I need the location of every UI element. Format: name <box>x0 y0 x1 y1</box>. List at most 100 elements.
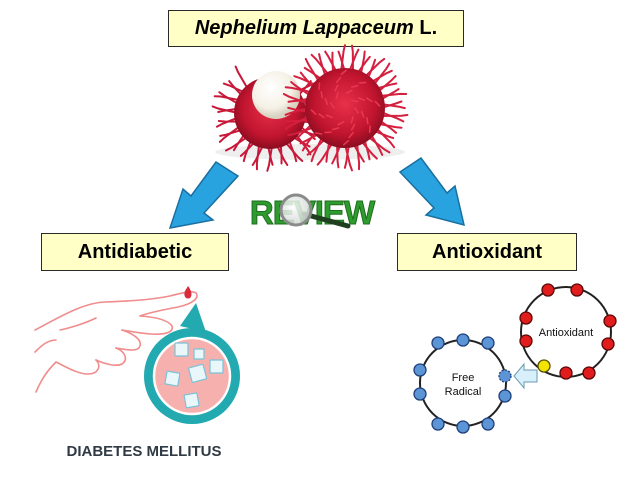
donated-electron <box>537 359 551 373</box>
rambutan-hair <box>306 137 327 156</box>
pointing-hand-icon <box>34 290 198 393</box>
diabetes-caption: DIABETES MELLITUS <box>66 443 221 460</box>
rambutan-hair <box>290 135 311 148</box>
rambutan-hair <box>279 142 283 165</box>
rambutan-spine <box>335 76 342 84</box>
rambutan-spine <box>366 117 369 125</box>
rambutan-hair <box>331 142 342 165</box>
rambutan-spine <box>354 107 360 114</box>
rambutan-spine <box>340 69 347 75</box>
rambutan-hair <box>366 135 391 154</box>
rambutan-hair <box>296 122 314 140</box>
rambutan-hair <box>282 93 311 105</box>
rambutan-hair <box>348 48 360 74</box>
rambutan-hair <box>310 135 324 163</box>
rambutan-spine <box>324 97 329 106</box>
rambutan-hair <box>283 140 304 162</box>
rambutan-hair <box>351 44 354 74</box>
rambutan-hair <box>379 103 406 110</box>
rambutan-hair <box>299 132 321 145</box>
rambutan-hair <box>228 80 244 98</box>
rambutan-hair <box>378 118 398 134</box>
rambutan-hair <box>215 116 240 128</box>
rambutan-hair <box>287 138 298 163</box>
rambutan-spine <box>335 91 339 100</box>
rambutan-hair <box>379 88 400 101</box>
rambutan-hair <box>331 51 335 75</box>
rambutan-hair <box>355 141 361 171</box>
rambutan-hair <box>284 107 310 116</box>
rambutan-spine <box>329 102 335 109</box>
transfer-arrow-icon <box>513 362 538 390</box>
rambutan-hair <box>218 91 241 106</box>
rambutan-spine <box>331 127 340 131</box>
antioxidant-illustration: Free Radical Antioxidant <box>413 283 617 434</box>
title-suffix: L. <box>413 17 438 39</box>
rambutan-hair <box>336 142 340 169</box>
review-graphic: REVIEW <box>249 193 377 232</box>
rambutan-hair <box>310 53 331 77</box>
antioxidant-circle-label: Antioxidant <box>539 327 593 339</box>
rambutan-hair <box>211 105 239 114</box>
rambutan-hair <box>378 92 408 98</box>
rambutan-hair <box>303 66 324 81</box>
antioxidant-electrons <box>519 283 617 380</box>
rambutan-hair <box>290 81 312 98</box>
rambutan-hair <box>285 118 312 123</box>
rambutan-hair <box>318 53 327 79</box>
rambutan-hair <box>379 114 409 117</box>
rambutan-hair <box>266 143 274 172</box>
rambutan-hair <box>363 137 371 161</box>
rambutan-spine <box>350 84 359 88</box>
rambutan-hair <box>380 100 403 109</box>
rambutan-spine <box>374 100 381 107</box>
free-radical-label-line1: Free <box>452 372 475 384</box>
rambutan-hair <box>325 139 331 163</box>
diabetes-illustration: DIABETES MELLITUS <box>34 286 240 460</box>
unpaired-electron <box>498 369 512 383</box>
rambutan-hair <box>234 65 250 91</box>
rambutan-hair <box>218 124 242 143</box>
rambutan-hair <box>301 129 318 152</box>
rambutan-hair <box>213 95 242 102</box>
rambutan-hair <box>284 115 311 130</box>
rambutan-hair <box>372 62 391 87</box>
rambutan-spine <box>366 97 373 103</box>
rambutan-spine <box>350 99 359 103</box>
antioxidant-label: Antioxidant <box>432 240 542 263</box>
rambutan-hair <box>359 139 378 160</box>
rambutan-hair <box>275 143 289 166</box>
rambutan-spine <box>314 132 323 135</box>
antidiabetic-label: Antidiabetic <box>77 240 193 263</box>
rambutan-image <box>211 44 409 172</box>
rambutan-hair <box>251 143 265 166</box>
rambutan-hair <box>239 140 257 157</box>
rambutan-hair <box>266 143 274 166</box>
antidiabetic-box: Antidiabetic <box>41 233 229 271</box>
rambutan-spine <box>320 91 324 99</box>
rambutan-hair <box>217 120 241 123</box>
rambutan-hair <box>293 75 318 87</box>
down-right-arrow-icon <box>398 156 466 227</box>
rambutan-spine <box>348 131 354 139</box>
rambutan-hair <box>340 44 346 74</box>
rambutan-hair <box>355 55 371 75</box>
rambutan-hair <box>219 128 244 137</box>
rambutan-hair <box>369 69 393 84</box>
review-label: REVIEW <box>250 194 376 231</box>
free-radical-electrons <box>413 333 512 434</box>
rambutan-hair <box>363 57 386 79</box>
rambutan-spine <box>337 121 345 126</box>
title-box: Nephelium Lappaceum L. <box>168 10 464 47</box>
rambutan-hair <box>374 126 396 149</box>
rambutan-spine <box>310 109 317 115</box>
rambutan-hair <box>337 50 346 73</box>
rambutan-hair <box>242 138 253 163</box>
rambutan-hair <box>222 82 247 94</box>
sugar-magnifier <box>144 303 240 424</box>
antioxidant-box: Antioxidant <box>397 233 577 271</box>
rambutan-hair <box>344 143 353 172</box>
free-radical-label-line2: Radical <box>445 386 482 398</box>
rambutan-hair <box>255 142 261 171</box>
